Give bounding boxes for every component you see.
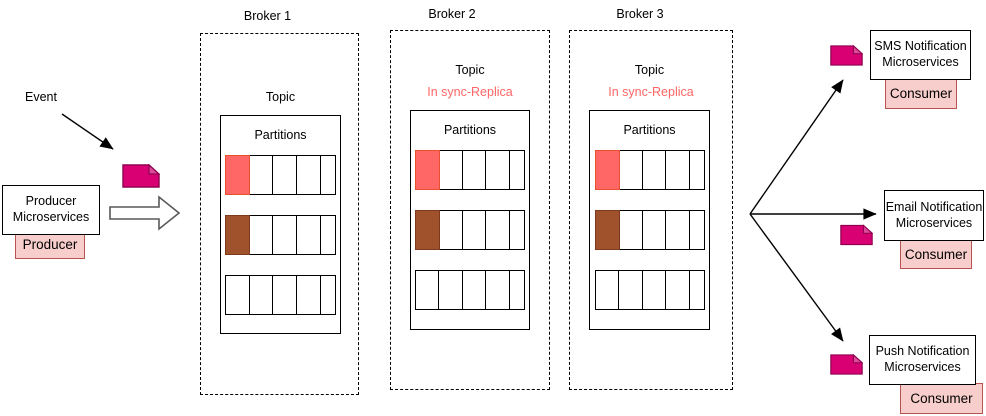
event-message-note-icon xyxy=(122,164,160,188)
partition-cell xyxy=(508,210,525,250)
partition-cell xyxy=(485,270,511,310)
partition-cell xyxy=(296,215,322,255)
partition-cell xyxy=(665,210,691,250)
partition-cell xyxy=(319,215,336,255)
partition-cell xyxy=(485,210,511,250)
broker3-title: Broker 3 xyxy=(616,7,664,21)
event-arrow xyxy=(61,113,114,150)
broker1-container xyxy=(200,33,359,395)
partition-cell xyxy=(595,270,620,310)
partition-cell xyxy=(641,270,667,310)
partition-cell xyxy=(296,275,322,315)
partition-cell xyxy=(595,150,620,190)
partition-cell xyxy=(508,150,525,190)
partition-cell xyxy=(225,275,251,315)
partition-cell xyxy=(296,155,322,195)
partition-cell xyxy=(618,270,644,310)
broker1-partition-rows xyxy=(225,155,336,335)
sms-consumer-role-badge: Consumer xyxy=(885,78,957,109)
broker2-title: Broker 2 xyxy=(428,7,476,21)
sms-consumer-role-label: Consumer xyxy=(889,86,953,101)
partition-cell xyxy=(225,215,251,255)
fanout-arrow-push xyxy=(749,213,844,342)
partition-cell xyxy=(272,155,298,195)
email-message-note-icon xyxy=(840,224,873,246)
partition-cell xyxy=(248,155,274,195)
push-notification-box: Push Notification Microservices xyxy=(869,335,976,385)
partition-cell xyxy=(485,150,511,190)
push-consumer-role-label: Consumer xyxy=(910,391,973,406)
partition-cell xyxy=(438,210,464,250)
partition-cell xyxy=(461,150,487,190)
broker2-topic-label: Topic xyxy=(455,63,485,77)
partition-cell xyxy=(461,210,487,250)
partition-cell xyxy=(248,275,274,315)
push-message-note-icon xyxy=(830,353,863,375)
producer-role-label: Producer xyxy=(22,237,78,252)
partition-cell xyxy=(688,150,705,190)
partition-cell xyxy=(319,155,336,195)
partition-row xyxy=(225,275,336,315)
partition-cell xyxy=(272,215,298,255)
broker3-topic-label: Topic xyxy=(634,63,665,77)
broker3-partition-rows xyxy=(595,150,705,330)
partition-cell xyxy=(461,270,487,310)
partition-cell xyxy=(688,210,705,250)
email-consumer-role-label: Consumer xyxy=(904,246,968,262)
partition-cell xyxy=(508,270,525,310)
broker1-topic-label: Topic xyxy=(265,90,296,104)
broker2-partition-rows xyxy=(415,150,525,330)
broker1-partitions-label: Partitions xyxy=(254,128,307,142)
partition-cell xyxy=(319,275,336,315)
email-notification-label: Email Notification Microservices xyxy=(885,199,983,230)
broker2-partitions-label: Partitions xyxy=(443,123,497,137)
partition-row xyxy=(415,210,525,250)
sms-message-note-icon xyxy=(830,44,863,66)
partition-cell xyxy=(438,270,464,310)
sms-notification-label: SMS Notification Microservices xyxy=(874,39,967,69)
push-consumer-role-badge: Consumer xyxy=(900,383,983,414)
partition-cell xyxy=(225,155,251,195)
broker2-container xyxy=(390,30,550,390)
broker3-partitions-label: Partitions xyxy=(623,123,676,137)
partition-cell xyxy=(641,150,667,190)
broker1-title: Broker 1 xyxy=(243,9,292,23)
partition-cell xyxy=(595,210,620,250)
partition-cell xyxy=(665,150,691,190)
email-notification-box: Email Notification Microservices xyxy=(884,190,984,241)
partition-row xyxy=(415,150,525,190)
producer-box-label: Producer Microservices xyxy=(12,194,90,224)
broker2-insync-replica-label: In sync-Replica xyxy=(427,85,513,99)
broker3-container xyxy=(569,30,733,390)
partition-cell xyxy=(688,270,705,310)
event-label: Event xyxy=(25,90,57,104)
partition-row xyxy=(225,155,336,195)
partition-cell xyxy=(415,150,440,190)
partition-cell xyxy=(618,150,644,190)
push-notification-label: Push Notification Microservices xyxy=(875,344,970,374)
partition-row xyxy=(595,210,705,250)
partition-row xyxy=(415,270,525,310)
partition-row xyxy=(595,150,705,190)
partition-cell xyxy=(665,270,691,310)
partition-cell xyxy=(415,270,440,310)
partition-cell xyxy=(272,275,298,315)
fanout-arrow-sms xyxy=(749,79,844,215)
producer-to-broker-hollow-arrow xyxy=(109,195,181,231)
partition-row xyxy=(225,215,336,255)
partition-cell xyxy=(438,150,464,190)
sms-notification-box: SMS Notification Microservices xyxy=(870,30,971,80)
email-consumer-role-badge: Consumer xyxy=(900,239,972,269)
partition-cell xyxy=(641,210,667,250)
broker3-insync-replica-label: In sync-Replica xyxy=(608,85,694,99)
partition-cell xyxy=(415,210,440,250)
partition-cell xyxy=(618,210,644,250)
producer-microservices-box: Producer Microservices xyxy=(2,185,100,235)
partition-cell xyxy=(248,215,274,255)
partition-row xyxy=(595,270,705,310)
